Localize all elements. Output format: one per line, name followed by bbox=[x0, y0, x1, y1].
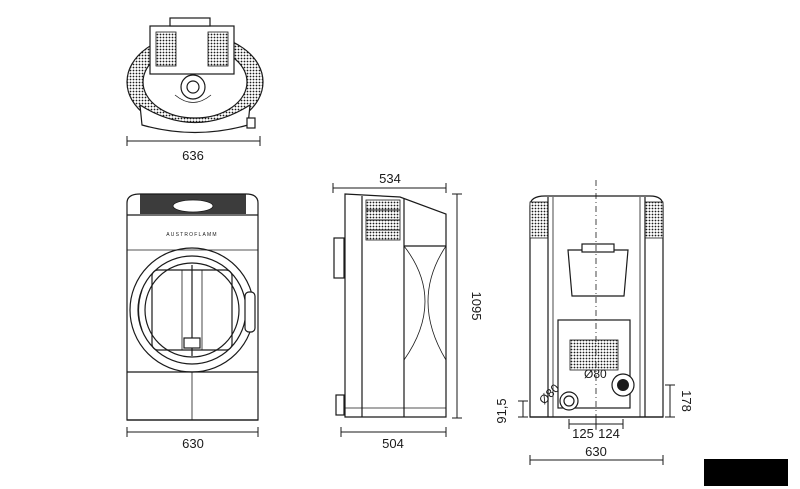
side-view: 534 1095 504 bbox=[332, 171, 484, 451]
corner-black-box bbox=[704, 459, 788, 486]
front-view: AUSTROFLAMM 630 bbox=[126, 193, 259, 451]
dim-front-width: 630 bbox=[182, 436, 204, 451]
dim-side-depth-top: 534 bbox=[379, 171, 401, 186]
dim-rear-offset-left: 125 bbox=[572, 426, 594, 441]
rear-view: Ø80 Ø80 178 91,5 125 124 630 bbox=[494, 180, 694, 465]
brand-label: AUSTROFLAMM bbox=[166, 232, 218, 238]
dim-inlet-height: 91,5 bbox=[494, 398, 509, 423]
dim-rear-offset-right: 124 bbox=[598, 426, 620, 441]
dim-rear-width: 630 bbox=[585, 444, 607, 459]
dim-height: 1095 bbox=[469, 292, 484, 321]
dim-side-depth-bottom: 504 bbox=[382, 436, 404, 451]
flue-diameter: Ø80 bbox=[584, 367, 607, 381]
top-view: 636 bbox=[126, 17, 264, 163]
dim-outlet-height: 178 bbox=[679, 390, 694, 412]
dim-top-width: 636 bbox=[182, 148, 204, 163]
